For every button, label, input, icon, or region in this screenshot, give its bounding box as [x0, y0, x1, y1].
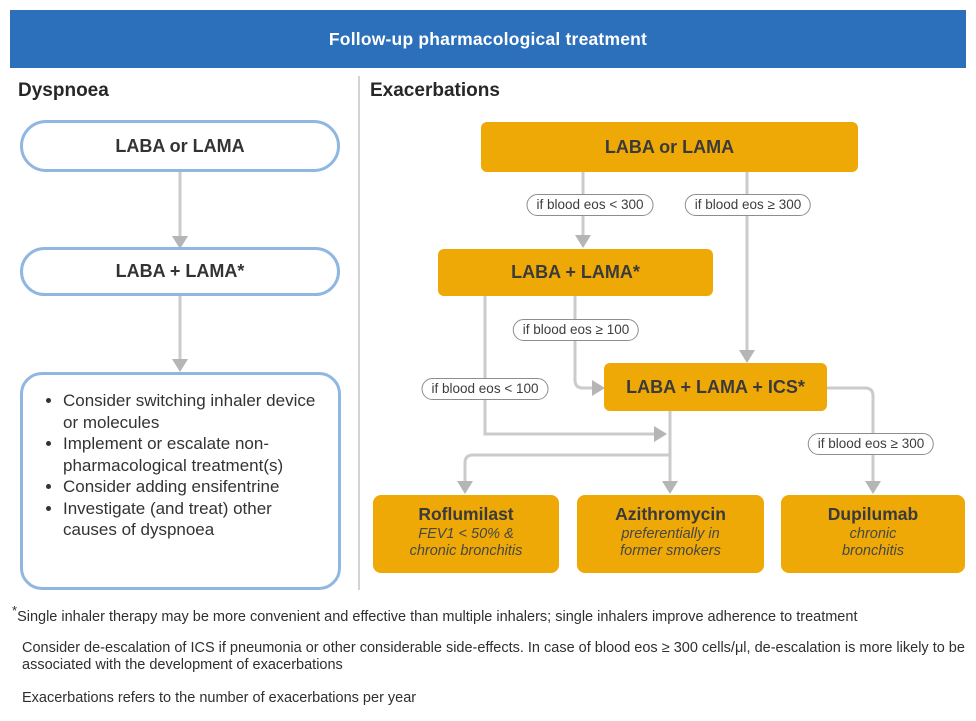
section-label-exacerbations: Exacerbations: [370, 80, 500, 101]
figure-title: Follow-up pharmacological treatment: [328, 28, 648, 49]
dyspnoea-box-laba-or-lama: LABA or LAMA: [20, 120, 340, 172]
exacerbations-box-laba-lama-ics: LABA + LAMA + ICS*: [604, 363, 827, 411]
footnote-asterisk: *: [12, 603, 18, 618]
outcome-title: Azithromycin: [615, 504, 726, 524]
condition-label-eos-lt-300: if blood eos < 300: [526, 194, 654, 216]
outcome-subtitle: FEV1 < 50% & chronic bronchitis: [409, 526, 523, 559]
bullet-item: Investigate (and treat) other causes of …: [63, 498, 324, 541]
outcome-title: Dupilumab: [827, 504, 919, 524]
outcome-subtitle: preferentially in former smokers: [620, 526, 721, 559]
arrow-ics-to-azithromycin: [662, 411, 678, 494]
arrow-eos-ge100: [573, 296, 605, 396]
dyspnoea-actions-list: Consider switching inhaler device or mol…: [37, 390, 324, 541]
arrow-ics-to-dupilumab: [827, 386, 881, 494]
condition-label-eos-lt-100: if blood eos < 100: [421, 378, 549, 400]
section-divider: [358, 76, 360, 590]
condition-label-eos-ge-300-dupilumab: if blood eos ≥ 300: [807, 433, 935, 455]
outcome-subtitle: chronic bronchitis: [841, 526, 905, 559]
condition-label-eos-ge-100: if blood eos ≥ 100: [512, 319, 640, 341]
outcome-box-azithromycin: Azithromycin preferentially in former sm…: [577, 495, 764, 573]
exacerbations-box-laba-or-lama: LABA or LAMA: [481, 122, 858, 172]
footnote-de-escalation: Consider de-escalation of ICS if pneumon…: [22, 640, 965, 673]
figure-title-bar: Follow-up pharmacological treatment: [10, 10, 966, 68]
dyspnoea-box-laba-lama: LABA + LAMA*: [20, 247, 340, 296]
dyspnoea-actions-box: Consider switching inhaler device or mol…: [20, 372, 341, 590]
condition-label-eos-ge-300: if blood eos ≥ 300: [684, 194, 812, 216]
outcome-title: Roflumilast: [418, 504, 514, 524]
arrow-dyspnoea-2: [172, 296, 188, 372]
section-label-dyspnoea: Dyspnoea: [18, 80, 109, 101]
bullet-item: Consider switching inhaler device or mol…: [63, 390, 324, 433]
outcome-box-roflumilast: Roflumilast FEV1 < 50% & chronic bronchi…: [373, 495, 559, 573]
arrow-dyspnoea-1: [172, 172, 188, 249]
footnote-exacerbations-definition: Exacerbations refers to the number of ex…: [22, 690, 417, 706]
outcome-box-dupilumab: Dupilumab chronic bronchitis: [781, 495, 965, 573]
exacerbations-box-laba-lama: LABA + LAMA*: [438, 249, 713, 296]
footnote-single-inhaler: *Single inhaler therapy may be more conv…: [12, 603, 858, 625]
arrow-eos-lt100: [483, 296, 667, 442]
bullet-item: Consider adding ensifentrine: [63, 476, 324, 498]
arrow-branch-to-roflumilast: [457, 453, 670, 494]
bullet-item: Implement or escalate non-pharmacologica…: [63, 433, 324, 476]
